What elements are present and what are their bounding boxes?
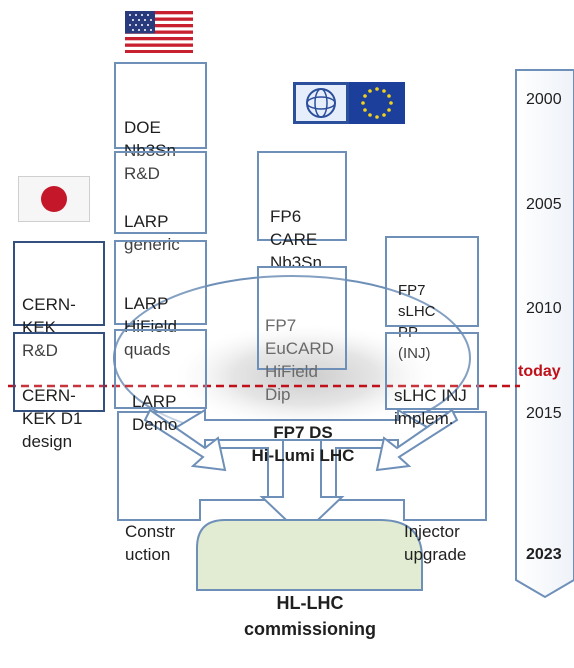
fp6-care-box <box>257 151 347 241</box>
fp7-eucard-box <box>257 266 347 370</box>
doe-nb3sn-box <box>114 62 207 149</box>
cern-eu-flag-icon <box>293 82 405 124</box>
goal-shape <box>196 519 423 591</box>
fp7-slhc-box <box>385 236 479 327</box>
cern-kek-rd-box <box>13 241 105 326</box>
hi-lumi-ellipse-glow <box>175 324 435 428</box>
diagram-graphics <box>8 69 574 599</box>
timeline-arrow <box>515 69 574 599</box>
diag-arrow-left <box>143 408 227 472</box>
slhc-inj-box <box>385 332 479 410</box>
year-2010: 2010 <box>526 300 562 317</box>
year-2023: 2023 <box>526 546 562 563</box>
year-2015: 2015 <box>526 405 562 422</box>
down-arrow-shape <box>259 439 345 537</box>
larp-hifield-box <box>114 240 207 325</box>
us-flag-icon <box>125 11 193 53</box>
today-label: today <box>518 363 561 380</box>
cern-kek-d1-box <box>13 332 105 412</box>
year-2000: 2000 <box>526 91 562 108</box>
diag-arrow-right <box>375 408 459 472</box>
year-2005: 2005 <box>526 196 562 213</box>
larp-demo-box <box>114 329 207 409</box>
larp-generic-box <box>114 151 207 234</box>
japan-flag-icon <box>18 176 90 222</box>
